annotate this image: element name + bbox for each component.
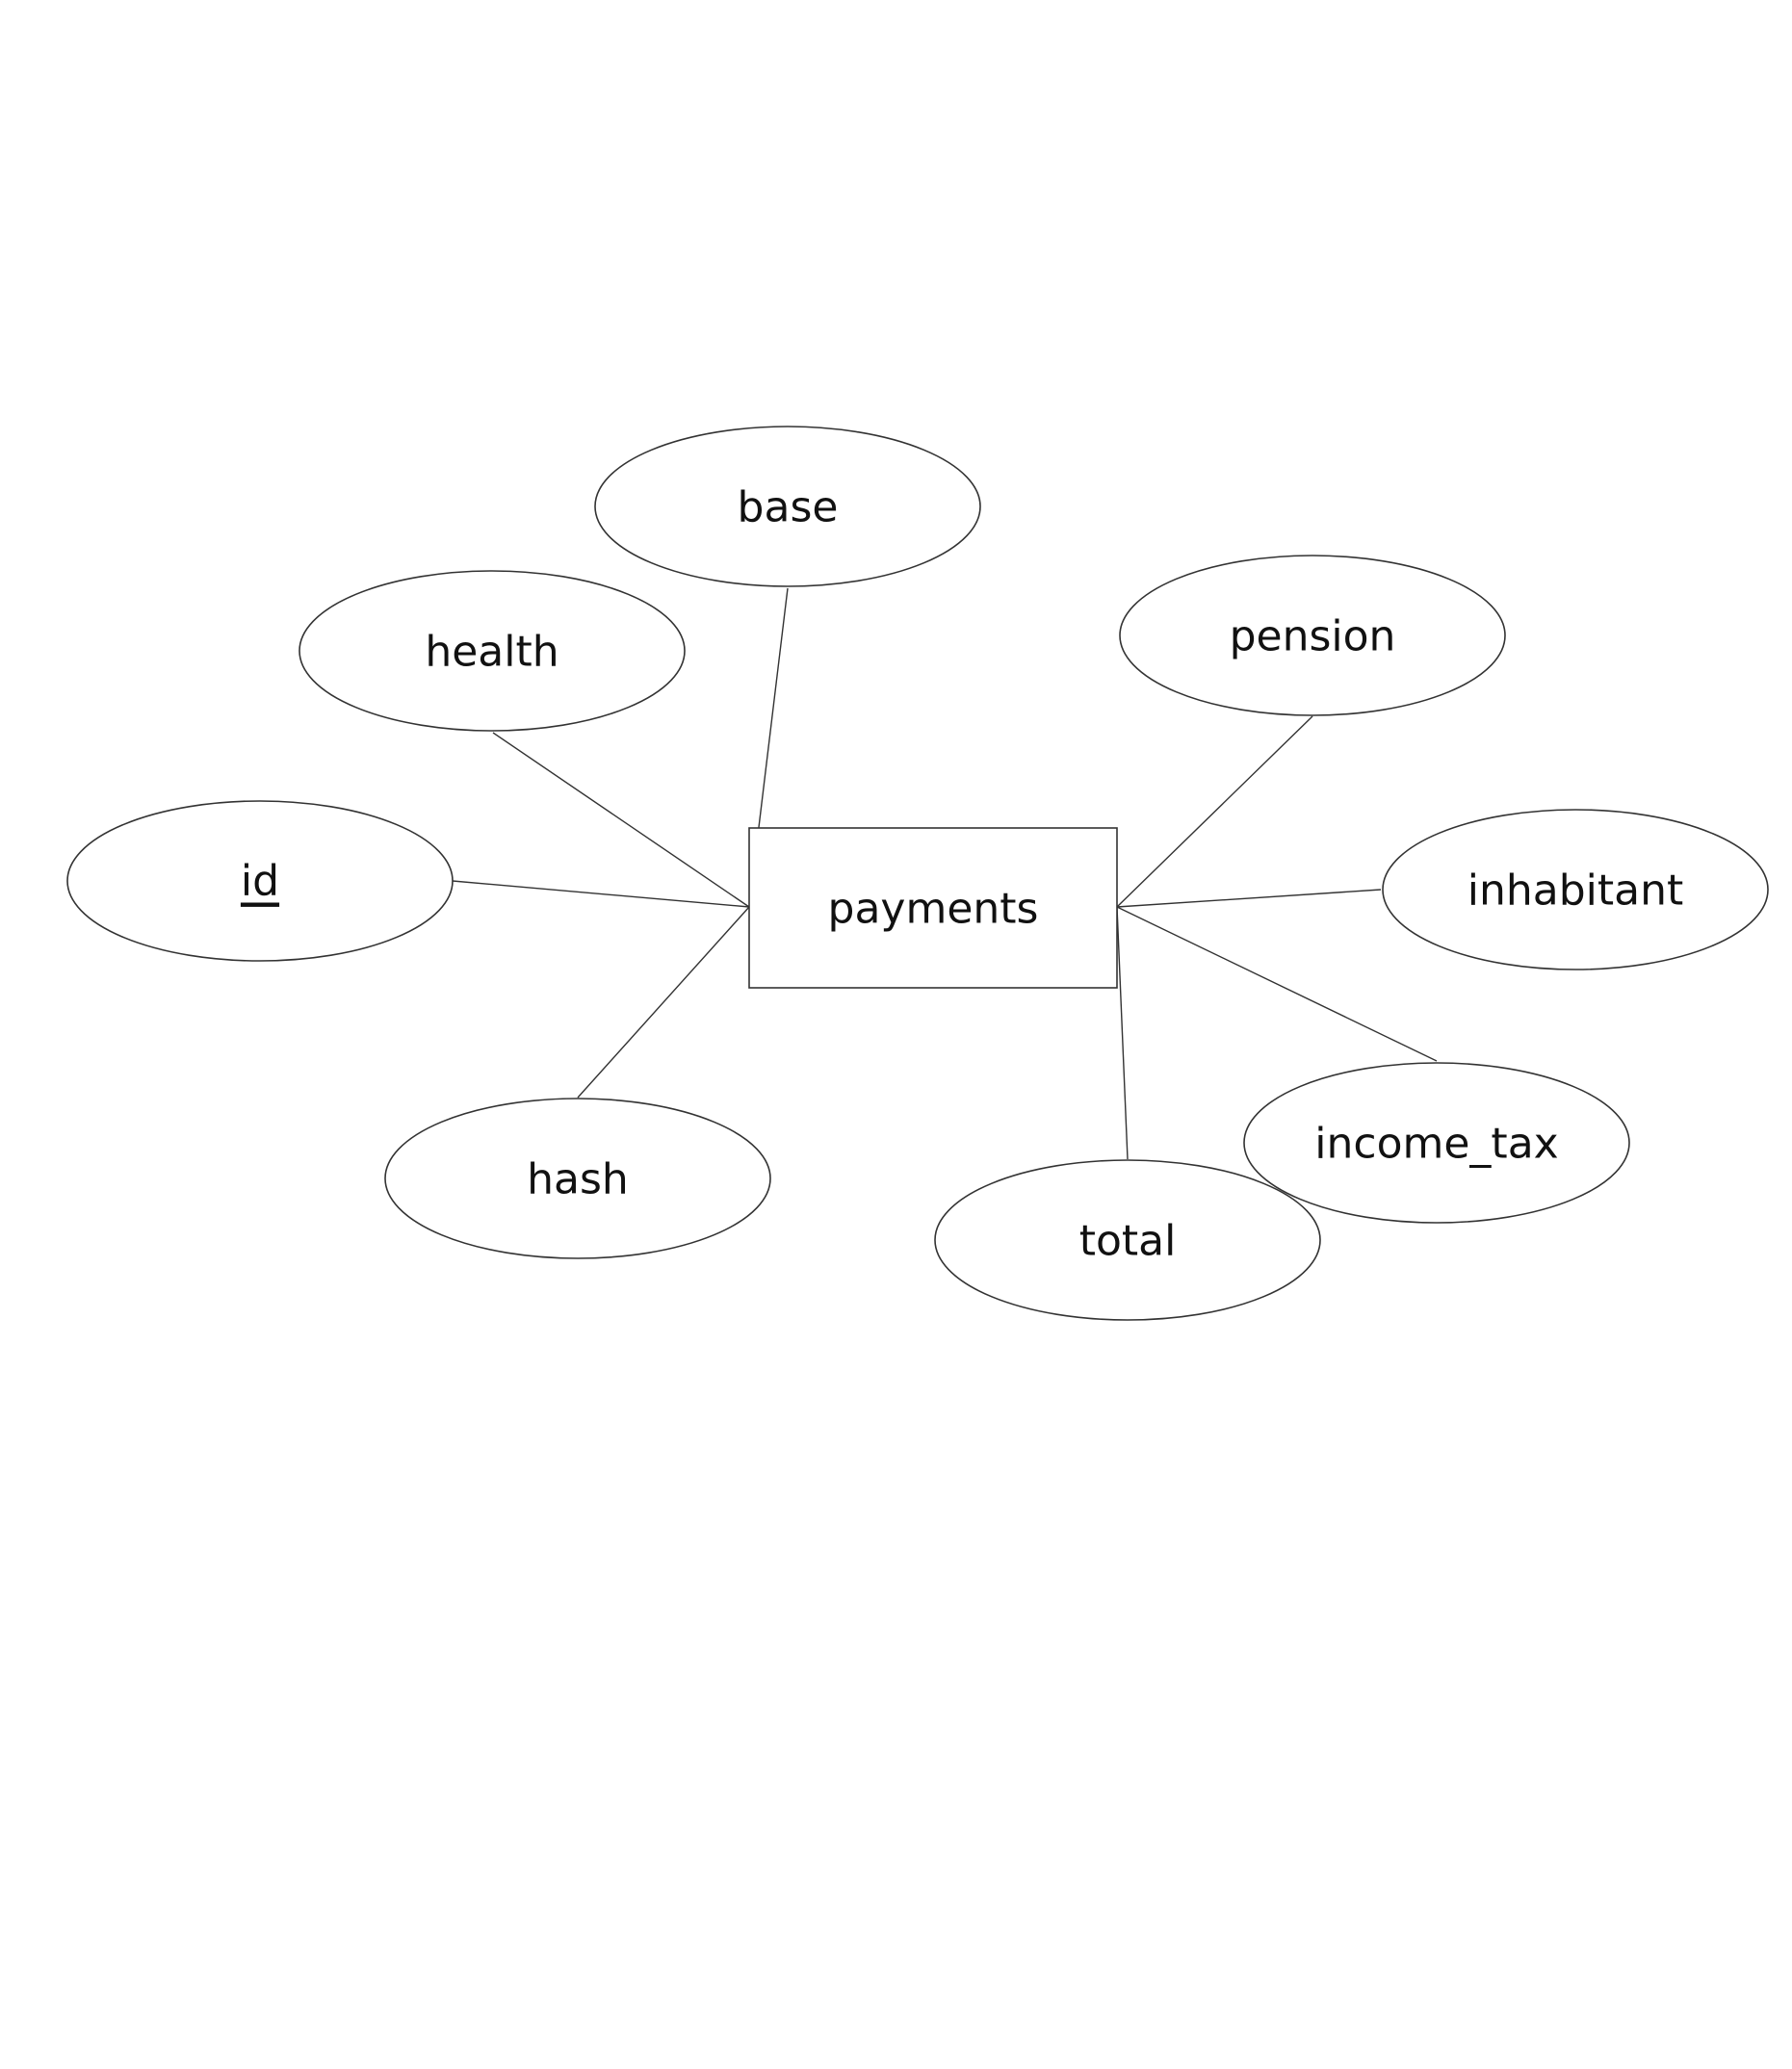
- attribute-health[interactable]: health: [299, 570, 686, 732]
- connector-inhabitant: [1116, 889, 1382, 908]
- attribute-label: id: [241, 857, 279, 906]
- connector-hash: [577, 906, 750, 1099]
- attribute-id[interactable]: id: [66, 800, 454, 962]
- attribute-pension[interactable]: pension: [1119, 555, 1506, 716]
- connector-health: [492, 732, 750, 908]
- attribute-inhabitant[interactable]: inhabitant: [1382, 809, 1769, 970]
- attribute-ellipse: [299, 570, 686, 732]
- attribute-ellipse: [1119, 555, 1506, 716]
- attribute-ellipse: [1382, 809, 1769, 970]
- entity-box: [748, 827, 1118, 989]
- attribute-label: pension: [1230, 612, 1396, 661]
- entity-payments[interactable]: payments: [748, 827, 1118, 989]
- attribute-income-tax[interactable]: income_tax: [1243, 1062, 1630, 1224]
- attribute-total[interactable]: total: [934, 1159, 1321, 1321]
- attribute-ellipse: [934, 1159, 1321, 1321]
- attribute-label: income_tax: [1314, 1120, 1558, 1169]
- connector-total: [1116, 906, 1129, 1160]
- connector-income-tax: [1116, 906, 1438, 1062]
- connectors: [452, 587, 1438, 1160]
- attribute-label: hash: [527, 1155, 629, 1204]
- attribute-hash[interactable]: hash: [384, 1098, 771, 1259]
- attribute-base[interactable]: base: [594, 426, 981, 587]
- attribute-ellipse: [384, 1098, 771, 1259]
- attribute-label: total: [1079, 1217, 1177, 1266]
- attribute-label: base: [738, 483, 839, 532]
- connector-id: [452, 880, 750, 908]
- entity-label: payments: [828, 885, 1039, 934]
- attribute-ellipse: [594, 426, 981, 587]
- attribute-ellipse: [1243, 1062, 1630, 1224]
- attribute-label: inhabitant: [1467, 866, 1683, 916]
- attribute-label: health: [425, 628, 558, 677]
- attribute-ellipse: [66, 800, 454, 962]
- connector-pension: [1116, 715, 1313, 908]
